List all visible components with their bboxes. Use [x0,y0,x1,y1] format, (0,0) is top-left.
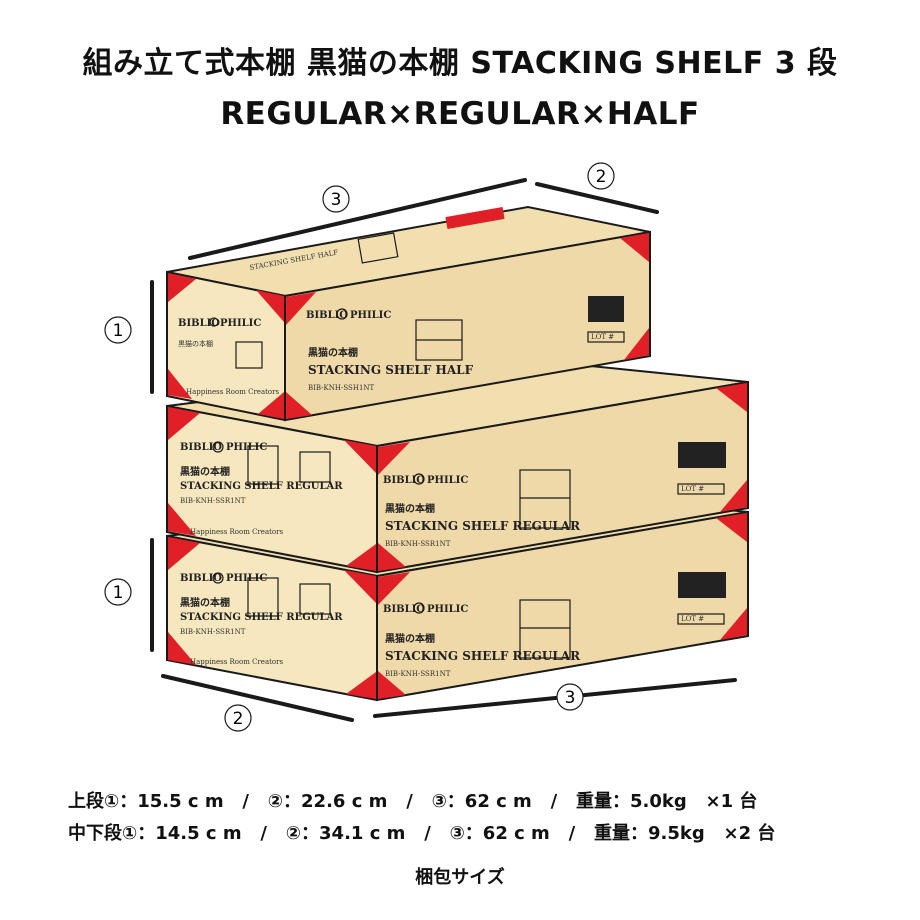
svg-text:PHILIC: PHILIC [226,442,267,453]
svg-text:黒猫の本棚: 黒猫の本棚 [178,339,213,348]
svg-text:3: 3 [565,688,576,708]
svg-text:Happiness Room Creators: Happiness Room Creators [186,388,279,396]
svg-text:PHILIC: PHILIC [226,573,267,584]
svg-text:BIBLIO: BIBLIO [178,318,220,329]
dimension-marker-3-top: 3 [322,185,350,213]
svg-text:PHILIC: PHILIC [427,475,468,486]
svg-text:Happiness Room Creators: Happiness Room Creators [190,528,283,536]
svg-text:PHILIC: PHILIC [427,604,468,615]
svg-text:BIB-KNH-SSR1NT: BIB-KNH-SSR1NT [385,670,451,678]
svg-text:BIB-KNH-SSR1NT: BIB-KNH-SSR1NT [385,540,451,548]
svg-text:1: 1 [113,321,124,341]
boxes-illustration: .cb { fill: #f6e7bf; stroke: #1a1a1a; st… [104,162,749,732]
svg-text:STACKING SHELF REGULAR: STACKING SHELF REGULAR [385,519,581,533]
svg-text:黒猫の本棚: 黒猫の本棚 [308,346,358,359]
box-middle-regular: BIBLIO PHILIC 黒猫の本棚 STACKING SHELF REGUL… [166,358,749,574]
dimension-marker-2-top: 2 [587,162,615,190]
spec-top-tier: 上段①：15.5 c m / ②：22.6 c m / ③：62 c m / 重… [68,791,758,812]
svg-text:BIB-KNH-SSR1NT: BIB-KNH-SSR1NT [180,497,246,505]
page-title: 組み立て式本棚 黒猫の本棚 STACKING SHELF 3 段 [82,46,838,81]
caption: 梱包サイズ [415,867,505,888]
svg-text:黒猫の本棚: 黒猫の本棚 [180,596,230,609]
dimension-marker-2-bottom: 2 [224,704,252,732]
svg-text:Happiness Room Creators: Happiness Room Creators [190,658,283,666]
svg-text:BIBLIO: BIBLIO [383,604,425,615]
spec-middle-bottom-tier: 中下段①：14.5 c m / ②：34.1 c m / ③：62 c m / … [68,823,776,844]
svg-text:2: 2 [233,709,244,729]
svg-text:BIBLIO: BIBLIO [180,442,222,453]
svg-text:1: 1 [113,583,124,603]
svg-text:LOT #: LOT # [591,333,614,341]
page-subtitle: REGULAR×REGULAR×HALF [220,96,700,132]
dimension-marker-1-top: 1 [104,316,132,344]
svg-text:BIB-KNH-SSR1NT: BIB-KNH-SSR1NT [180,628,246,636]
svg-text:STACKING SHELF HALF: STACKING SHELF HALF [308,363,474,377]
svg-text:2: 2 [596,167,607,187]
svg-text:LOT #: LOT # [681,485,704,493]
dimension-lines [150,178,737,722]
svg-text:3: 3 [331,190,342,210]
svg-text:BIBLIO: BIBLIO [383,475,425,486]
svg-text:BIB-KNH-SSH1NT: BIB-KNH-SSH1NT [308,384,375,392]
svg-text:STACKING SHELF REGULAR: STACKING SHELF REGULAR [385,649,581,663]
svg-text:BIBLIO: BIBLIO [180,573,222,584]
svg-text:黒猫の本棚: 黒猫の本棚 [180,465,230,478]
svg-text:PHILIC: PHILIC [220,318,261,329]
box-top-half: STACKING SHELF HALF BIBLIO PHILIC 黒猫の本棚 … [166,205,651,422]
svg-text:PHILIC: PHILIC [350,310,391,321]
svg-text:黒猫の本棚: 黒猫の本棚 [385,632,435,645]
svg-text:STACKING SHELF REGULAR: STACKING SHELF REGULAR [180,612,343,623]
svg-text:STACKING SHELF REGULAR: STACKING SHELF REGULAR [180,481,343,492]
svg-text:LOT #: LOT # [681,615,704,623]
svg-text:黒猫の本棚: 黒猫の本棚 [385,502,435,515]
dimension-marker-1-bottom: 1 [104,578,132,606]
dimension-marker-3-bottom: 3 [556,683,584,711]
svg-text:BIBLIO: BIBLIO [306,310,348,321]
